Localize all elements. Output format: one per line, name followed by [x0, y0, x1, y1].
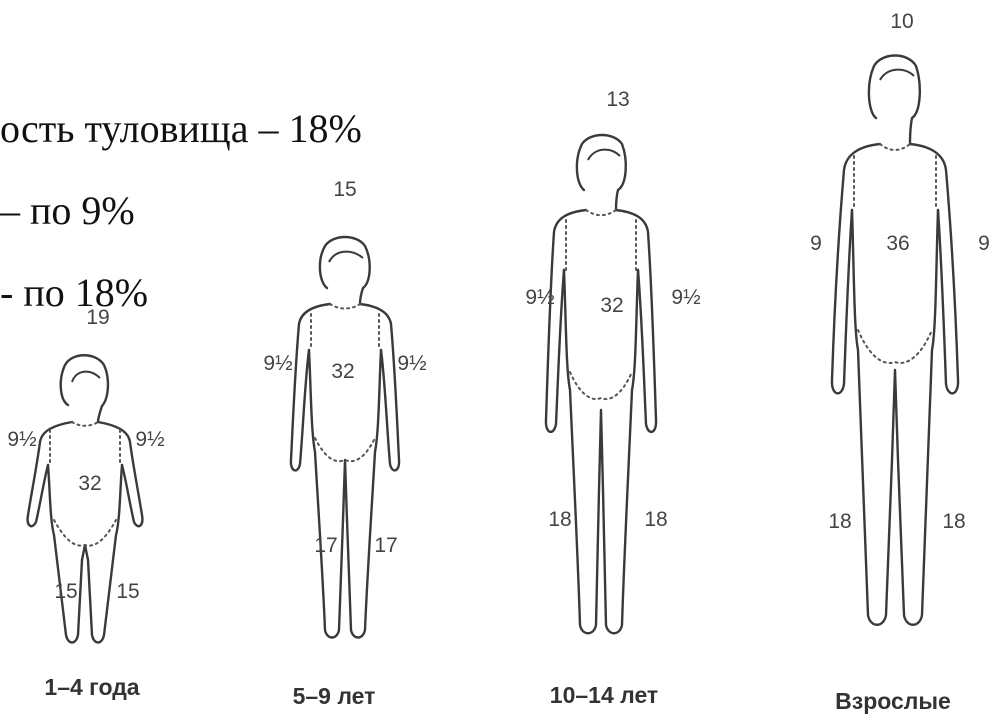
- caption-1-4: 1–4 года: [44, 674, 139, 701]
- left-arm-percent-5-9: 9½: [263, 352, 292, 376]
- trunk-percent-adult: 36: [886, 232, 909, 256]
- head-percent-adult: 10: [890, 10, 913, 34]
- body-outline-10-14: [546, 135, 656, 633]
- right-arm-percent-10-14: 9½: [671, 286, 700, 310]
- left-leg-percent-adult: 18: [828, 510, 851, 534]
- left-arm-percent-1-4: 9½: [7, 428, 36, 452]
- left-leg-percent-10-14: 18: [548, 508, 571, 532]
- right-leg-percent-1-4: 15: [116, 580, 139, 604]
- right-arm-percent-adult: 9: [978, 232, 990, 256]
- caption-5-9: 5–9 лет: [293, 683, 376, 710]
- head-percent-10-14: 13: [606, 88, 629, 112]
- right-arm-percent-5-9: 9½: [397, 352, 426, 376]
- trunk-surface-line: ость туловища – 18%: [0, 88, 362, 170]
- right-leg-percent-adult: 18: [942, 510, 965, 534]
- caption-adult: Взрослые: [835, 688, 951, 715]
- trunk-percent-1-4: 32: [78, 472, 101, 496]
- left-leg-percent-5-9: 17: [314, 534, 337, 558]
- left-leg-percent-1-4: 15: [54, 580, 77, 604]
- head-percent-5-9: 15: [333, 178, 356, 202]
- left-arm-percent-10-14: 9½: [525, 286, 554, 310]
- right-leg-percent-5-9: 17: [374, 534, 397, 558]
- caption-10-14: 10–14 лет: [550, 682, 658, 709]
- body-outline-adult: [832, 56, 958, 625]
- right-leg-percent-10-14: 18: [644, 508, 667, 532]
- body-outline-5-9: [291, 237, 399, 638]
- trunk-percent-10-14: 32: [600, 294, 623, 318]
- body-figure-adult: [790, 40, 990, 670]
- head-percent-1-4: 19: [86, 306, 109, 330]
- left-arm-percent-adult: 9: [810, 232, 822, 256]
- trunk-percent-5-9: 32: [331, 360, 354, 384]
- right-arm-percent-1-4: 9½: [135, 428, 164, 452]
- body-figure-5-9: [265, 220, 425, 660]
- body-figure-10-14: [510, 120, 690, 665]
